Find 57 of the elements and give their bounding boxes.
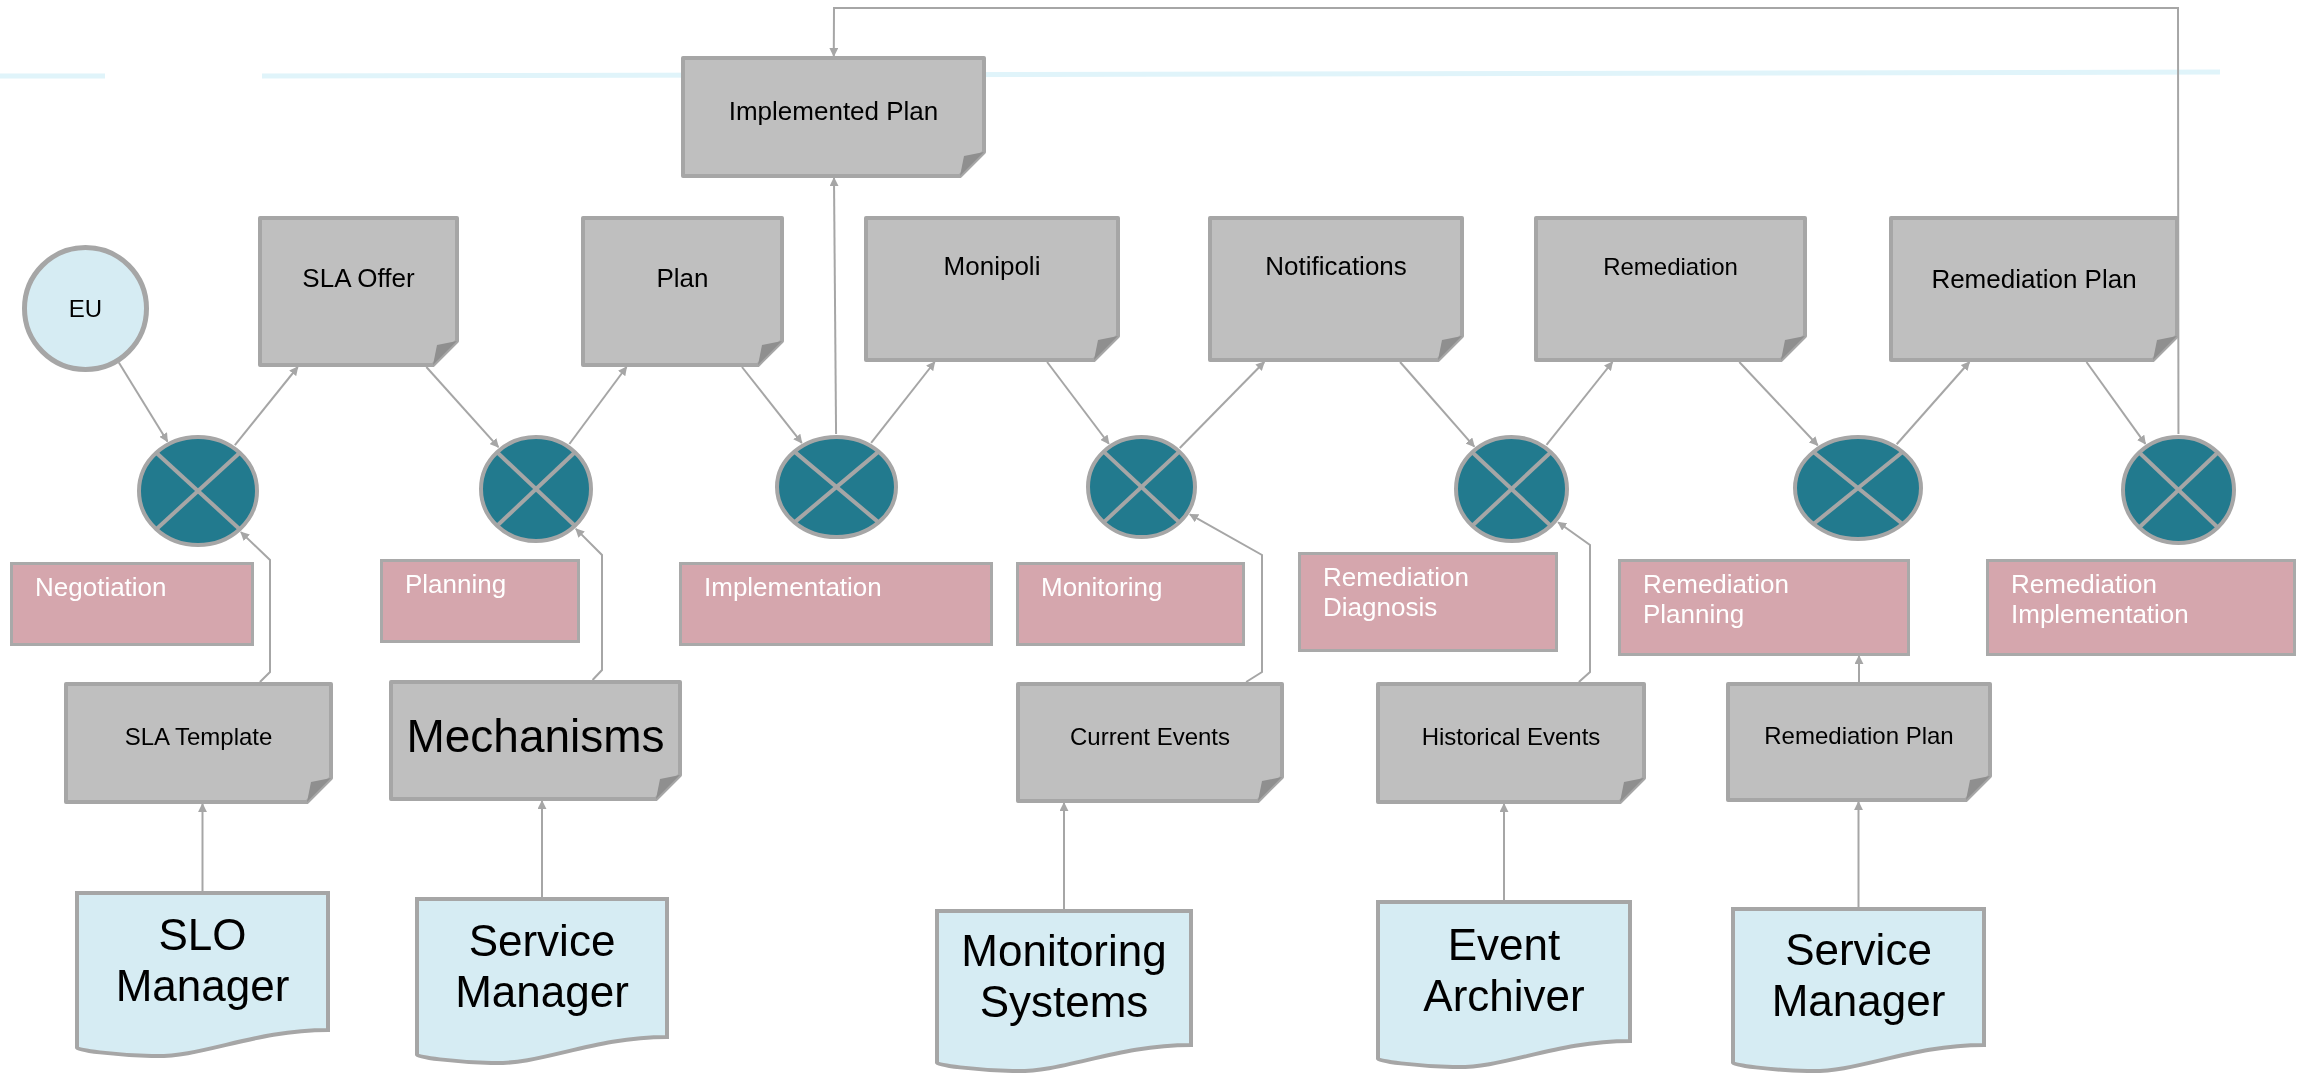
junction-circle (2120, 434, 2237, 546)
stage-label-box: Monitoring (1016, 562, 1245, 646)
arrow (233, 366, 299, 447)
arrow (1895, 361, 1971, 446)
document-node: SLO Manager (75, 891, 330, 1060)
arrow (1399, 361, 1476, 448)
arrow (117, 361, 169, 443)
stage-label-box: Planning (380, 559, 580, 643)
arrow (1557, 521, 1591, 683)
arrow (1046, 361, 1110, 445)
document-node: Notifications (1208, 216, 1464, 362)
document-node: Event Archiver (1376, 900, 1632, 1071)
stage-label-box: Implementation (679, 562, 993, 646)
stage-label-box: Remediation Planning (1618, 559, 1910, 656)
arrow (870, 361, 936, 444)
document-node: Current Events (1016, 682, 1284, 803)
entity-circle: EU (22, 245, 149, 372)
arrow (1188, 513, 1263, 683)
document-node: Historical Events (1376, 682, 1646, 804)
junction-circle (1085, 434, 1198, 540)
document-node: SLA Offer (258, 216, 459, 367)
arrow (829, 7, 2180, 435)
arrow (1545, 361, 1614, 446)
document-node: Plan (581, 216, 784, 367)
junction-circle (478, 434, 594, 544)
arrow (1738, 361, 1819, 447)
document-node: Implemented Plan (681, 56, 986, 178)
arrow (1499, 803, 1509, 901)
arrow (1854, 655, 1864, 683)
stage-label-box: Remediation Diagnosis (1298, 552, 1558, 652)
document-node: Remediation Plan (1726, 682, 1992, 802)
arrow (1854, 801, 1863, 908)
document-node: SLA Template (64, 682, 333, 804)
arrow (1178, 361, 1266, 449)
document-node: Service Manager (415, 897, 669, 1067)
stage-label-box: Remediation Implementation (1986, 559, 2296, 656)
arrow (1059, 802, 1069, 910)
stage-label-box: Negotiation (10, 562, 254, 646)
arrow (425, 366, 500, 449)
arrow (740, 366, 803, 444)
arrow (829, 177, 839, 435)
document-node: Service Manager (1731, 907, 1986, 1075)
junction-circle (774, 434, 899, 540)
junction-circle (1453, 434, 1570, 544)
arrow (198, 803, 207, 892)
document-node: Mechanisms (389, 680, 682, 801)
arrow (2085, 361, 2147, 445)
document-node: Remediation (1534, 216, 1807, 362)
document-node: Monitoring Systems (935, 909, 1193, 1075)
junction-circle (136, 434, 260, 548)
arrow (568, 366, 628, 445)
document-node: Remediation Plan (1889, 216, 2179, 362)
arrow (239, 531, 271, 683)
arrow (574, 527, 603, 681)
document-node: Monipoli (864, 216, 1120, 362)
arrow (537, 800, 547, 898)
junction-circle (1792, 434, 1924, 542)
